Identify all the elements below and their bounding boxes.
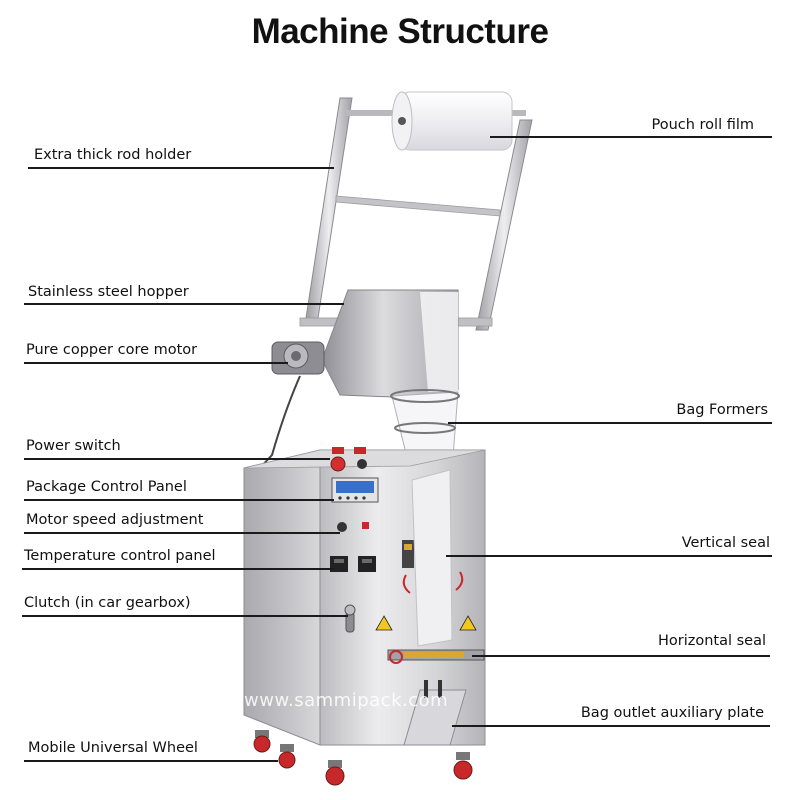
label-pure-copper-core-motor: Pure copper core motor (26, 342, 198, 358)
clutch-handle (344, 604, 356, 633)
leader-line (24, 362, 288, 364)
motor (257, 341, 325, 471)
leader-line (24, 760, 278, 762)
label-package-control-panel: Package Control Panel (26, 479, 187, 495)
wheels (253, 730, 473, 786)
leader-line (22, 615, 348, 617)
label-temperature-control-panel: Temperature control panel (24, 548, 216, 564)
label-motor-speed-adjustment: Motor speed adjustment (26, 512, 204, 528)
leader-line (452, 725, 770, 727)
label-power-switch: Power switch (26, 438, 121, 454)
label-clutch: Clutch (in car gearbox) (24, 595, 191, 611)
film-roll (391, 91, 513, 151)
label-vertical-seal: Vertical seal (681, 535, 770, 551)
leader-line (24, 458, 330, 460)
temperature-panels (330, 556, 376, 572)
leader-line (24, 499, 334, 501)
leader-line (24, 532, 340, 534)
label-pouch-roll-film: Pouch roll film (651, 117, 754, 133)
watermark: www.sammipack.com (244, 690, 449, 711)
leader-line (448, 422, 772, 424)
label-extra-thick-rod-holder: Extra thick rod holder (34, 147, 192, 163)
vertical-seal (402, 540, 464, 594)
leader-line (472, 655, 770, 657)
speed-knob (337, 522, 347, 532)
label-bag-outlet-auxiliary-plate: Bag outlet auxiliary plate (580, 705, 764, 721)
leader-line (490, 136, 772, 138)
leader-line (446, 555, 772, 557)
label-stainless-steel-hopper: Stainless steel hopper (28, 284, 189, 300)
bag-outlet-plate (403, 689, 467, 746)
page-title: Machine Structure (251, 12, 549, 51)
label-mobile-universal-wheel: Mobile Universal Wheel (28, 740, 198, 756)
leader-line (22, 568, 334, 570)
leader-line (28, 167, 334, 169)
package-control-panel (331, 477, 379, 503)
label-horizontal-seal: Horizontal seal (657, 633, 766, 649)
power-switch (330, 456, 346, 472)
label-bag-formers: Bag Formers (676, 402, 768, 418)
leader-line (24, 303, 344, 305)
hopper (321, 289, 459, 399)
